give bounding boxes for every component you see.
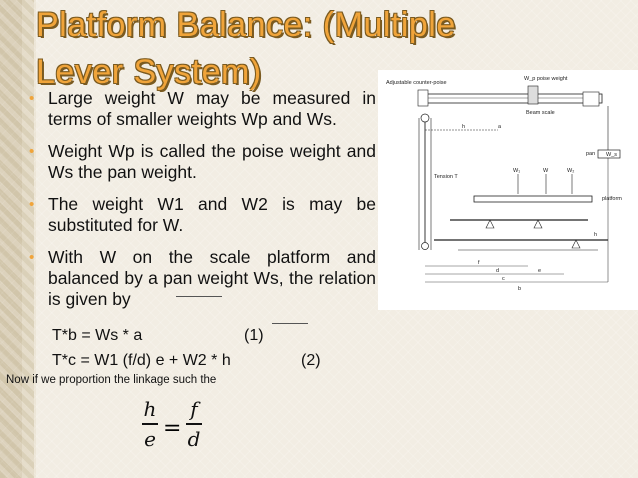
bullet-icon: • [29,90,35,107]
beam-end [582,91,600,107]
w-label: W [543,168,549,174]
pan-weight [597,149,621,159]
counterpoise-block [417,89,429,107]
dim-label-b: b [518,286,521,292]
bullet-list: •Large weight W may be measured in terms… [22,88,376,321]
bullet-item: •Weight Wp is called the poise weight an… [29,141,376,182]
dim-label-h-lower: h [594,232,597,238]
dim-label-a: a [498,124,502,130]
dim-label-h: h [462,124,465,130]
knife-edge [533,219,543,229]
tension-label: Tension T [434,174,458,180]
title-line-1: Platform Balance: (Multiple [36,6,456,44]
w2-label: W₂ [567,168,574,174]
note-text: Now if we proportion the linkage such th… [6,374,217,386]
fraction-numerator: f [190,397,198,421]
bullet-icon: • [29,249,35,266]
dim-label-e: e [538,268,541,274]
equation-1-number: (1) [244,327,264,344]
equation-2: T*c = W1 (f/d) e + W2 * h [52,352,231,369]
poise-weight-label: W_p poise weight [524,76,568,82]
fraction-bar [186,423,202,425]
fraction-bar [142,423,158,425]
bullet-icon: • [29,196,35,213]
platform-label: platform [602,196,622,202]
dim-label-c: c [502,276,505,282]
pan-weight-label: W_s [606,152,617,158]
bullet-item: •The weight W1 and W2 is may be substitu… [29,194,376,235]
equation-2-number: (2) [301,352,321,369]
slide-title: Platform Balance: (Multiple Lever System… [36,2,456,96]
fraction-f-over-d: f d [186,397,202,451]
fraction-h-over-e: h e [142,397,158,451]
decorative-strip [0,0,34,478]
fraction-numerator: h [143,397,157,421]
fraction-denominator: e [144,426,156,451]
equation-1: T*b = Ws * a [52,327,143,344]
bullet-icon: • [29,143,35,160]
dim-label-f: f [478,260,480,266]
counterpoise-label: Adjustable counter-poise [386,80,447,86]
w1-label: W₁ [513,168,520,174]
dim-label-d: d [496,268,499,274]
platform [473,195,593,203]
underline-decoration [176,296,222,297]
bullet-item: •Large weight W may be measured in terms… [29,88,376,129]
title-line-2: Lever System) [36,53,262,91]
pan-label: pan [586,151,595,157]
knife-edge [485,219,495,229]
fulcrum-pivot [420,113,430,123]
fraction-denominator: d [187,426,201,451]
beam-scale-label: Beam scale [526,110,555,116]
bullet-item: •With W on the scale platform and balanc… [29,247,376,309]
platform-balance-diagram: W_s pan Adjustable counter-poise W_p poi… [378,70,638,310]
poise-weight [527,85,539,105]
lower-pivot [421,242,429,250]
knife-edge [571,239,581,249]
diagram-background [378,70,638,310]
equals-sign: = [163,416,182,441]
underline-decoration [272,323,308,324]
